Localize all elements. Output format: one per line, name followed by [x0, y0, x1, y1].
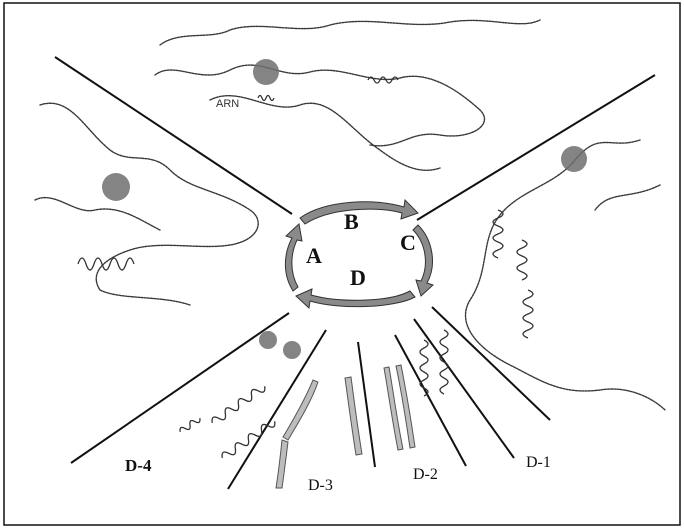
arrow-a	[284, 223, 303, 292]
diagram-frame	[3, 2, 681, 526]
arn-label: ARN	[216, 98, 239, 110]
cycle-arrows	[284, 198, 434, 310]
top-chromatin: ARN	[154, 19, 541, 171]
arrow-d	[295, 288, 416, 310]
substage-d3-label: D-3	[308, 477, 333, 494]
divider-d1-right	[431, 306, 551, 421]
divider-top-left	[54, 56, 293, 215]
sector-dividers	[54, 56, 656, 490]
divider-d2-inner	[394, 334, 467, 467]
stage-c-label: C	[400, 230, 416, 255]
stage-d-label: D	[350, 265, 366, 290]
right-chromatin	[464, 139, 666, 411]
arrow-b	[299, 198, 419, 225]
arrow-c	[412, 224, 434, 297]
d3-chromosomes	[275, 376, 363, 489]
stage-b-label: B	[344, 209, 359, 234]
d4-chromosomes	[179, 331, 301, 459]
divider-d2-d1	[413, 318, 515, 459]
d2-chromosomes	[383, 329, 449, 451]
substage-d1-label: D-1	[526, 454, 551, 471]
substage-d4-label: D-4	[125, 456, 152, 475]
divider-d3-d2	[357, 341, 376, 468]
divider-d4-d3	[227, 329, 327, 490]
substage-d2-label: D-2	[413, 466, 438, 483]
divider-d4-left	[70, 312, 290, 464]
stage-a-label: A	[306, 243, 322, 268]
left-chromatin	[34, 102, 259, 306]
divider-top-right	[416, 74, 656, 221]
